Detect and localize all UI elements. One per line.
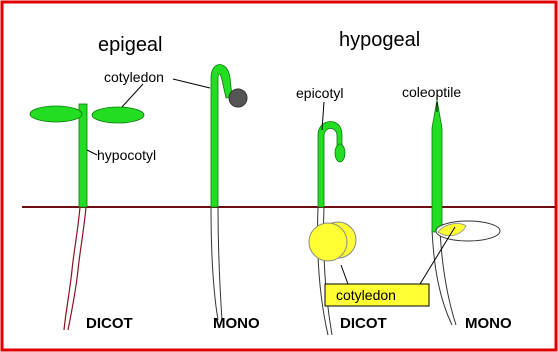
type-label-1: DICOT — [86, 315, 133, 332]
epicotyl-label: epicotyl — [296, 85, 343, 101]
hypocotyl-label: hypocotyl — [97, 147, 156, 163]
cotyledon-front — [309, 223, 347, 261]
coleoptile-sheath — [432, 100, 442, 232]
cotyledon-leaf-left — [30, 106, 82, 122]
type-label-3: DICOT — [340, 315, 387, 332]
type-label-4: MONO — [465, 315, 512, 332]
type-label-2: MONO — [213, 315, 260, 332]
coleoptile-label: coleoptile — [402, 84, 461, 100]
cotyledon-leaf-right — [92, 107, 144, 123]
cotyledon-callout-label: cotyledon — [336, 287, 396, 303]
hypocotyl-stem — [79, 104, 87, 207]
epicotyl-tip — [335, 144, 345, 162]
seed-coat — [229, 89, 247, 107]
hypogeal-heading: hypogeal — [339, 29, 420, 51]
cotyledon-label: cotyledon — [104, 69, 164, 85]
epigeal-heading: epigeal — [98, 34, 163, 56]
